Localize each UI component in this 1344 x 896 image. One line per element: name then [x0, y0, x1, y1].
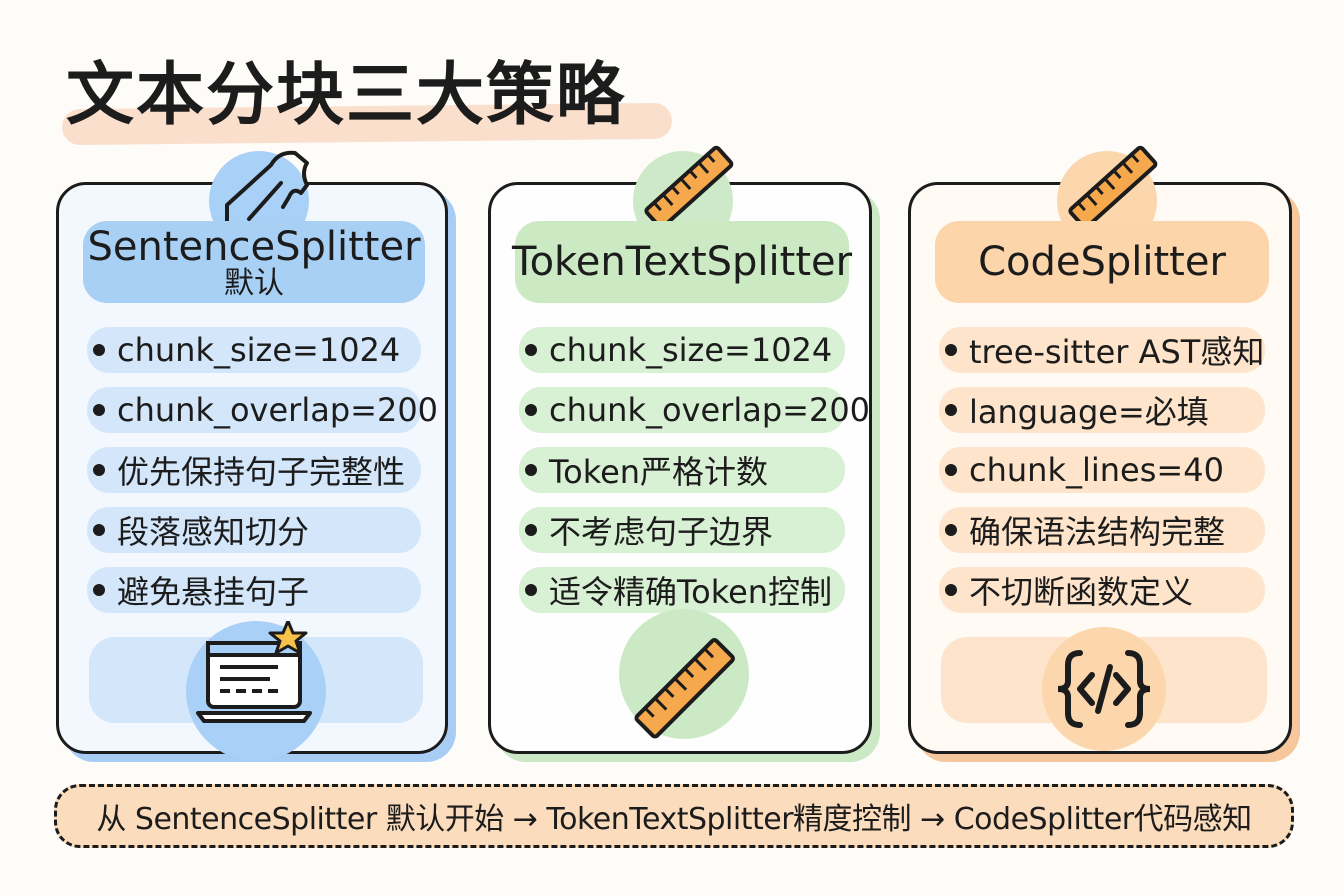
bullet-icon	[93, 344, 105, 356]
card-footer	[941, 627, 1267, 751]
card-code-splitter: CodeSplitter tree-sitter AST感知 language=…	[908, 145, 1292, 754]
list-item: Token严格计数	[519, 447, 845, 493]
card-items: chunk_size=1024 chunk_overlap=200 优先保持句子…	[87, 327, 438, 627]
card-items: tree-sitter AST感知 language=必填 chunk_line…	[939, 327, 1265, 627]
card-header: CodeSplitter	[935, 221, 1269, 303]
bullet-icon	[945, 344, 957, 356]
bullet-icon	[945, 464, 957, 476]
list-item: chunk_overlap=200	[519, 387, 870, 433]
list-item: 确保语法结构完整	[939, 507, 1265, 553]
bullet-icon	[93, 404, 105, 416]
footer-circle	[619, 609, 749, 739]
list-item: 适令精确Token控制	[519, 567, 845, 613]
banner-text: 从 SentenceSplitter 默认开始 → TokenTextSplit…	[96, 802, 1252, 837]
list-item: language=必填	[939, 387, 1265, 433]
ruler-icon	[634, 638, 735, 739]
ruler-icon	[644, 145, 734, 230]
bullet-icon	[945, 524, 957, 536]
list-item: chunk_size=1024	[519, 327, 845, 373]
card-subtitle: 默认	[224, 266, 284, 301]
list-item: chunk_size=1024	[87, 327, 421, 373]
card-sentence-splitter: SentenceSplitter 默认 chunk_size=1024 chun…	[56, 150, 448, 761]
card-token-text-splitter: TokenTextSplitter chunk_size=1024 chunk_…	[488, 145, 872, 754]
footer-circle	[1042, 627, 1166, 751]
card-footer	[89, 621, 423, 761]
card-items: chunk_size=1024 chunk_overlap=200 Token严…	[519, 327, 870, 627]
card-footer	[521, 609, 847, 739]
summary-banner: 从 SentenceSplitter 默认开始 → TokenTextSplit…	[54, 784, 1294, 848]
list-item: 段落感知切分	[87, 507, 421, 553]
list-item: tree-sitter AST感知	[939, 327, 1265, 373]
bullet-icon	[525, 464, 537, 476]
page-curl-icon	[225, 150, 309, 227]
bullet-icon	[525, 344, 537, 356]
card-title: SentenceSplitter	[87, 224, 421, 270]
bullet-icon	[525, 524, 537, 536]
bullet-icon	[525, 584, 537, 596]
bullet-icon	[93, 524, 105, 536]
card-header: TokenTextSplitter	[511, 221, 853, 303]
code-brackets-icon	[1057, 650, 1151, 728]
footer-circle	[186, 621, 326, 761]
bullet-icon	[93, 464, 105, 476]
title-block: 文本分块三大策略	[58, 56, 673, 146]
bullet-icon	[945, 584, 957, 596]
list-item: chunk_lines=40	[939, 447, 1265, 493]
list-item: 不考虑句子边界	[519, 507, 845, 553]
card-title: CodeSplitter	[978, 239, 1226, 285]
list-item: 优先保持句子完整性	[87, 447, 421, 493]
page-title: 文本分块三大策略	[66, 56, 627, 135]
laptop-star-icon	[196, 621, 312, 723]
list-item: 不切断函数定义	[939, 567, 1265, 613]
bullet-icon	[945, 404, 957, 416]
card-title: TokenTextSplitter	[511, 239, 853, 285]
list-item: chunk_overlap=200	[87, 387, 438, 433]
bullet-icon	[525, 404, 537, 416]
card-header: SentenceSplitter 默认	[83, 221, 425, 303]
bullet-icon	[93, 584, 105, 596]
list-item: 避免悬挂句子	[87, 567, 421, 613]
ruler-icon	[1068, 145, 1158, 230]
